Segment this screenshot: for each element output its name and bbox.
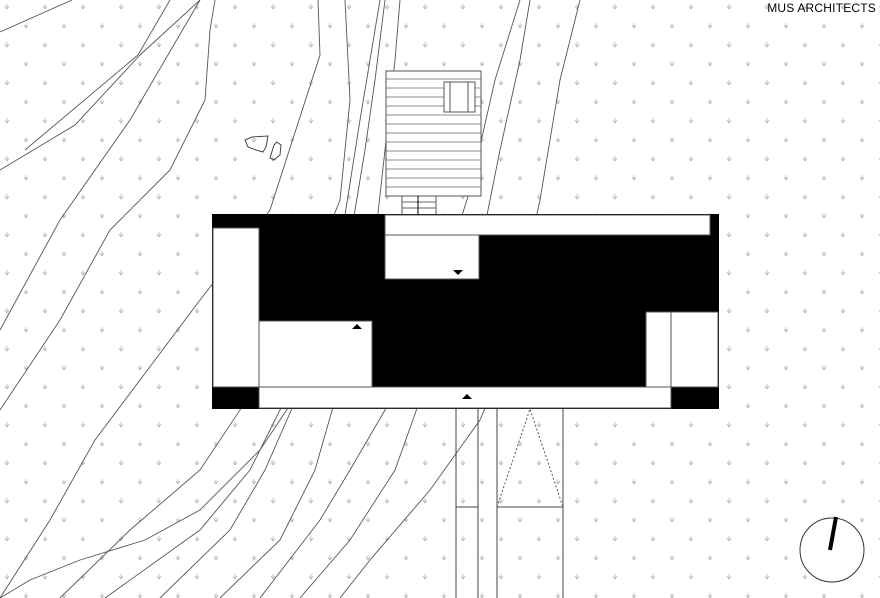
level-up-icon: [462, 394, 472, 399]
entry-path: [455, 407, 564, 598]
north-arrow-icon: [799, 516, 865, 583]
deck-stairs: [401, 195, 437, 216]
level-markers: [352, 270, 472, 399]
building-footprint: [212, 214, 719, 409]
deck: [385, 70, 482, 197]
boulders: [244, 135, 282, 161]
level-up-icon: [352, 324, 362, 329]
brand-label: MUS ARCHITECTS: [767, 1, 876, 15]
level-down-icon: [453, 270, 463, 275]
